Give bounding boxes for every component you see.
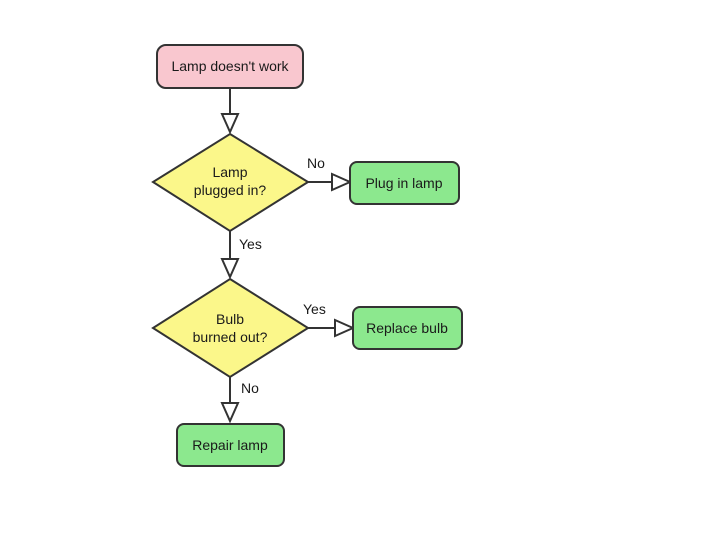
action-plug-label: Plug in lamp [365, 175, 442, 191]
decision1-label-line1: Lamp [212, 164, 247, 180]
arrowhead-down-icon [220, 258, 240, 280]
decision2-label-line2: burned out? [193, 329, 268, 345]
edge-decision1-yes: Yes [220, 231, 262, 280]
edge-decision2-yes: Yes [303, 301, 356, 338]
decision-bulb-burned-out: Bulb burned out? [151, 277, 310, 379]
action-plug-in-lamp: Plug in lamp [349, 161, 460, 205]
arrowhead-right-icon [334, 318, 356, 338]
decision2-label-line1: Bulb [216, 311, 244, 327]
edge-label-no: No [241, 380, 259, 396]
decision2-diamond [151, 277, 310, 379]
start-node-label: Lamp doesn't work [171, 58, 289, 74]
decision-lamp-plugged-in: Lamp plugged in? [151, 132, 310, 233]
action-replace-bulb: Replace bulb [352, 306, 463, 350]
action-repair-lamp: Repair lamp [176, 423, 285, 467]
start-node: Lamp doesn't work [156, 44, 304, 89]
edge-decision1-no: No [307, 155, 353, 192]
edge-label-yes: Yes [239, 236, 262, 252]
edge-start-to-decision1 [220, 88, 240, 135]
action-replace-box [352, 306, 463, 350]
action-plug-box [349, 161, 460, 205]
edge-label-yes: Yes [303, 301, 326, 317]
action-repair-label: Repair lamp [192, 437, 268, 453]
action-repair-box [176, 423, 285, 467]
arrowhead-down-icon [220, 113, 240, 135]
decision1-label-line2: plugged in? [194, 182, 267, 198]
edge-label-no: No [307, 155, 325, 171]
arrowhead-down-icon [220, 402, 240, 424]
arrowhead-right-icon [331, 172, 353, 192]
action-replace-label: Replace bulb [366, 320, 448, 336]
edge-decision2-no: No [220, 377, 259, 424]
